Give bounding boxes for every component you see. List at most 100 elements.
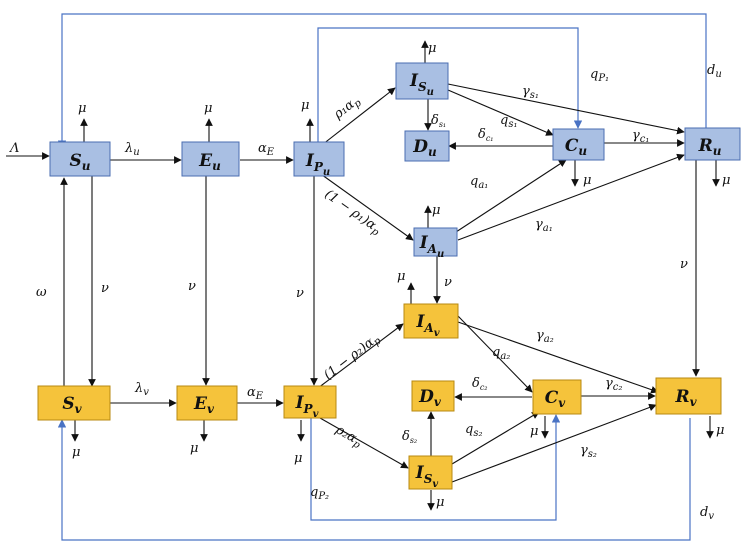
iau-ru-arrow <box>457 153 685 241</box>
node-ipu: IPu <box>293 141 345 178</box>
svg-text:IPu: IPu <box>305 151 330 178</box>
node-iau: IAu <box>413 227 458 260</box>
du-label: du <box>707 63 722 80</box>
mu-isu-label: μ <box>428 41 436 56</box>
iav-cv-arrow <box>457 315 533 393</box>
node-cv: Cv <box>532 379 582 415</box>
svg-text:Cv: Cv <box>545 388 567 410</box>
mu-iau-label: μ <box>432 203 440 218</box>
mu-su-label: μ <box>78 101 86 116</box>
q-a2-label: qa₂ <box>492 345 510 362</box>
gamma-a2-label: γa₂ <box>536 328 554 345</box>
rho1-label: ρ₁αp <box>330 93 364 125</box>
qp1-line <box>317 27 583 148</box>
lambda-u-label: λu <box>124 141 140 158</box>
svg-text:Dv: Dv <box>418 387 442 409</box>
node-iav: IAv <box>403 303 459 339</box>
isv-cv-arrow <box>451 411 540 465</box>
gamma-a1-label: γa₁ <box>535 217 553 234</box>
mu-rv-label: μ <box>716 423 724 438</box>
q-p2-label: qP₂ <box>310 485 329 502</box>
node-isv: ISv <box>408 455 453 490</box>
delta-c2-label: δc₂ <box>472 376 488 392</box>
nu-ia-label: ν <box>444 275 452 290</box>
delta-c1-label: δc₁ <box>478 127 494 143</box>
mu-cu-label: μ <box>583 173 591 188</box>
svg-text:Du: Du <box>412 137 437 159</box>
gamma-c1-label: γc₁ <box>632 128 649 145</box>
mu-ipv-label: μ <box>294 451 302 466</box>
mu-cv-label: μ <box>530 424 538 439</box>
nu-s-label: ν <box>101 281 109 296</box>
svg-text:ISv: ISv <box>415 463 439 490</box>
node-cu: Cu <box>552 128 605 161</box>
mu-isv-label: μ <box>436 495 444 510</box>
death-arrows <box>71 40 720 511</box>
node-eu: Eu <box>181 141 240 177</box>
svg-text:Ev: Ev <box>193 394 215 416</box>
recruitment-label: Λ <box>9 141 19 156</box>
transitions <box>6 83 700 483</box>
alpha-e-v-label: αE <box>247 385 264 402</box>
q-s2-label: qs₂ <box>465 422 482 439</box>
svg-text:Cu: Cu <box>565 136 588 158</box>
iau-cu-arrow <box>455 159 567 233</box>
gamma-s1-label: γs₁ <box>522 84 539 101</box>
svg-text:ISu: ISu <box>409 71 434 98</box>
isu-ru-arrow <box>447 83 685 135</box>
one-minus-rho2-label: (1 − ρ₂)αp <box>321 331 384 385</box>
isu-cu-arrow <box>447 89 554 136</box>
ipu-isu-arrow <box>317 87 396 149</box>
ipv-isv-arrow <box>319 417 409 469</box>
delta-s1-label: δs₁ <box>431 113 446 129</box>
node-rv: Rv <box>655 377 722 415</box>
node-ipv: IPv <box>283 385 337 420</box>
gamma-c2-label: γc₂ <box>605 376 622 393</box>
iav-rv-arrow <box>457 321 659 394</box>
node-ru: Ru <box>684 127 741 161</box>
q-s1-label: qs₁ <box>500 113 517 130</box>
nu-e-label: ν <box>188 279 196 294</box>
mu-eu-label: μ <box>204 101 212 116</box>
mu-sv-label: μ <box>72 445 80 460</box>
mu-ev-label: μ <box>190 441 198 456</box>
nu-r-label: ν <box>680 257 688 272</box>
mu-ipu-label: μ <box>301 98 309 113</box>
svg-text:Su: Su <box>69 151 90 173</box>
q-a1-label: qa₁ <box>470 174 488 191</box>
feedback-lines <box>57 13 707 541</box>
svg-text:Eu: Eu <box>198 151 221 173</box>
du-return-line <box>57 13 707 149</box>
node-su: Su <box>49 141 111 177</box>
q-p1-label: qP₁ <box>590 67 609 84</box>
svg-text:IAv: IAv <box>415 312 439 339</box>
node-ev: Ev <box>176 385 238 421</box>
rho2-label: ρ₂αp <box>331 422 365 452</box>
node-dv: Dv <box>411 380 455 412</box>
dv-return-line <box>57 418 691 541</box>
mu-ru-label: μ <box>722 173 730 188</box>
ipu-iau-arrow <box>317 171 414 241</box>
node-sv: Sv <box>37 385 111 421</box>
lambda-v-label: λv <box>134 381 149 398</box>
mu-labels: μ μ μ μ μ μ μ μ μ μ μ μ μ μ <box>72 41 730 510</box>
alpha-e-u-label: αE <box>258 141 275 158</box>
svg-text:IPv: IPv <box>295 393 319 420</box>
qp2-line <box>310 414 561 521</box>
delta-s2-label: δs₂ <box>402 429 417 445</box>
svg-text:Ru: Ru <box>698 136 722 158</box>
isv-rv-arrow <box>451 403 657 483</box>
svg-text:Sv: Sv <box>62 394 82 416</box>
gamma-s2-label: γs₂ <box>580 443 597 460</box>
svg-text:Rv: Rv <box>674 387 697 409</box>
nu-ip-label: ν <box>296 286 304 301</box>
mu-iav-label: μ <box>397 269 405 284</box>
node-isu: ISu <box>395 62 449 100</box>
dv-label: dv <box>700 505 714 522</box>
ipv-iav-arrow <box>317 323 404 389</box>
node-du: Du <box>404 130 450 162</box>
omega-label: ω <box>36 285 47 300</box>
rate-labels: Λ λu αE λv αE ρ₁αp (1 − ρ₁)αp (1 − ρ₂)αp… <box>9 63 722 522</box>
